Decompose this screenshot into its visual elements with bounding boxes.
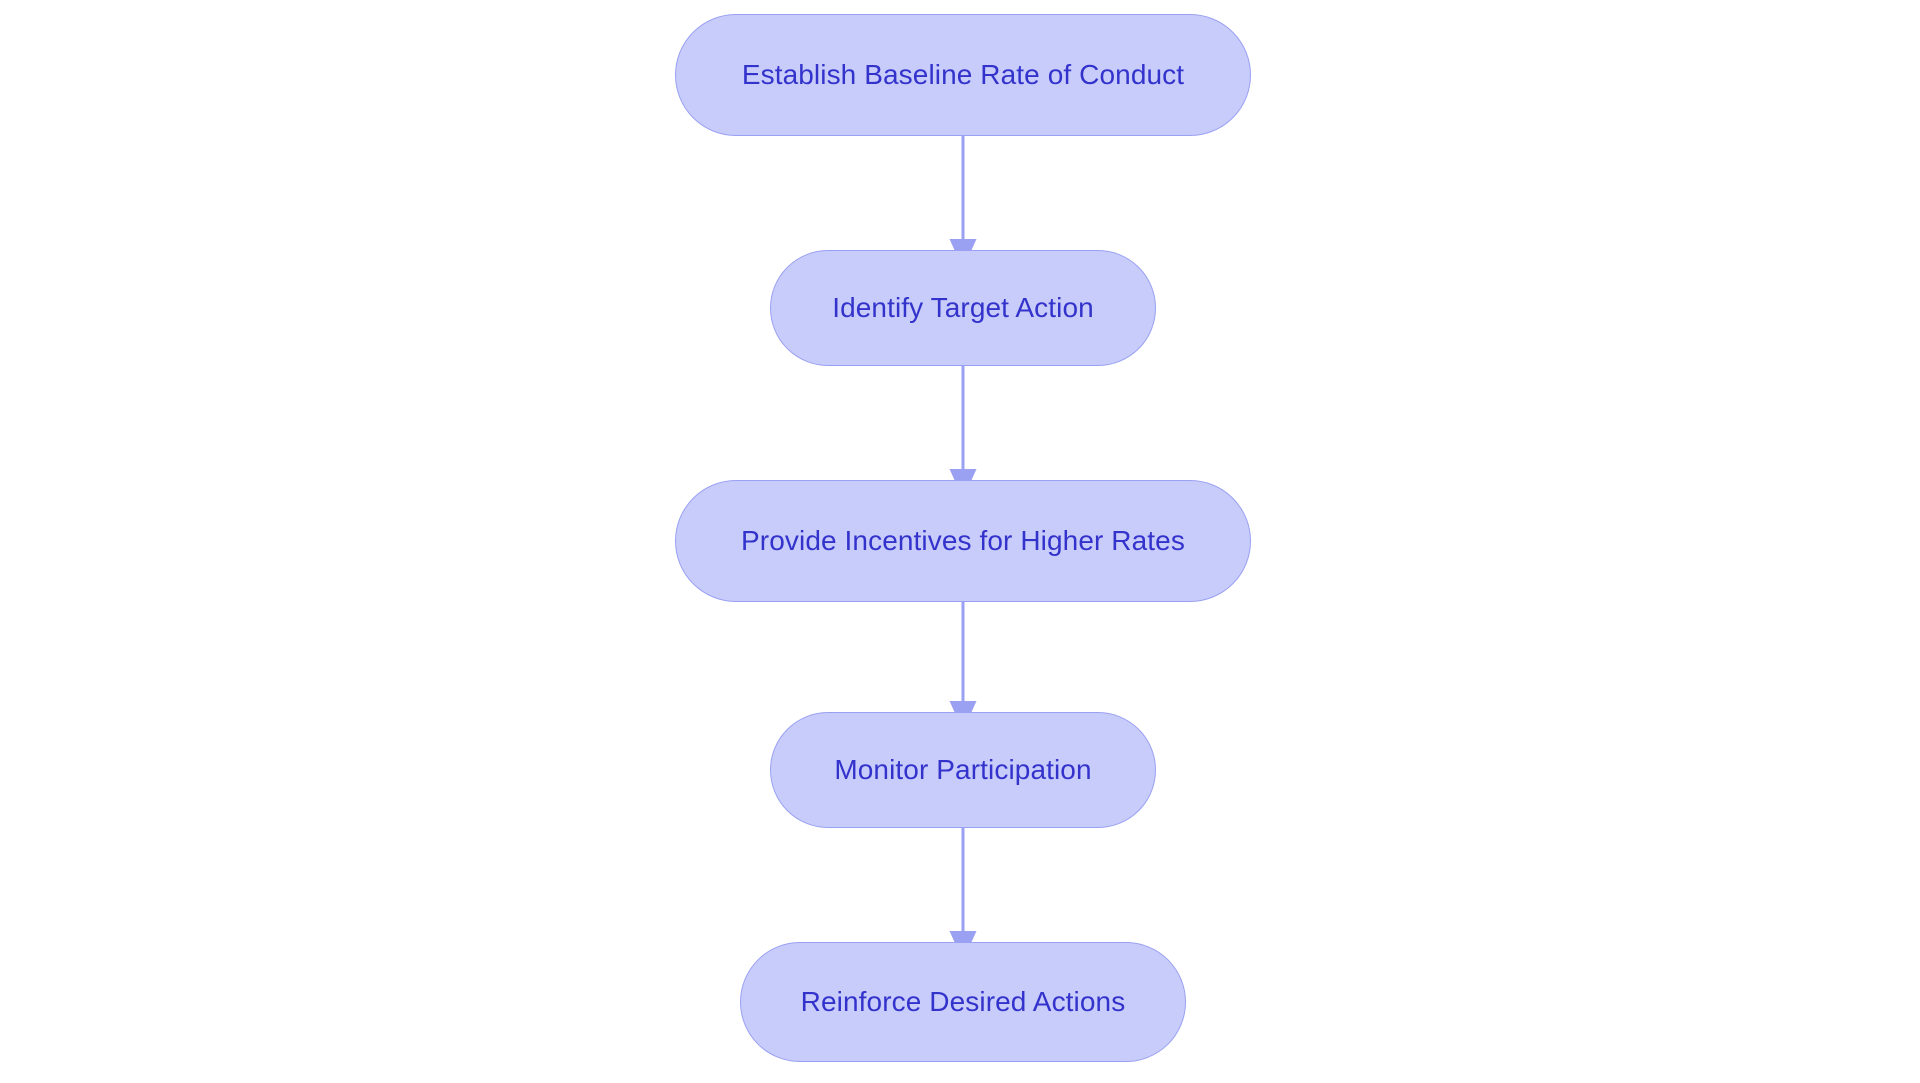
flow-node-establish-baseline-rate-of-conduct[interactable]: Establish Baseline Rate of Conduct [675, 14, 1251, 136]
flow-node-label: Establish Baseline Rate of Conduct [741, 59, 1185, 90]
flow-node-label: Provide Incentives for Higher Rates [741, 525, 1185, 556]
flow-node-identify-target-action[interactable]: Identify Target Action [770, 250, 1156, 366]
flow-node-reinforce-desired-actions[interactable]: Reinforce Desired Actions [740, 942, 1186, 1062]
flow-node-label: Identify Target Action [832, 292, 1094, 323]
flow-node-provide-incentives-for-higher-rates[interactable]: Provide Incentives for Higher Rates [675, 480, 1251, 602]
flow-node-monitor-participation[interactable]: Monitor Participation [770, 712, 1156, 828]
flow-node-label: Reinforce Desired Actions [800, 986, 1126, 1017]
flow-node-label: Monitor Participation [834, 754, 1092, 785]
